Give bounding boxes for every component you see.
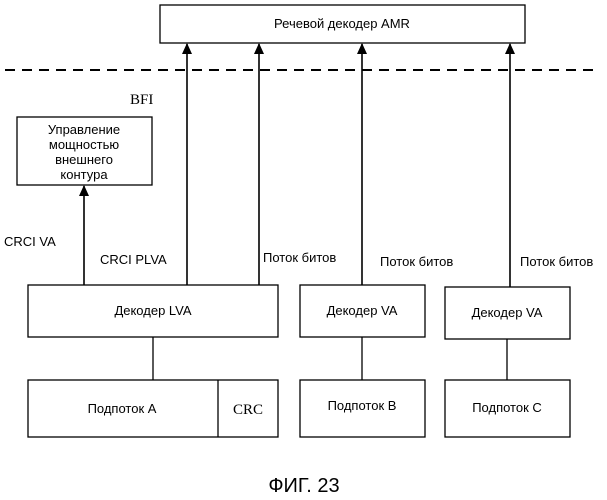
power-control-line-4: контура [60,167,108,182]
crci-va-label: CRCI VA [4,234,56,249]
power-control-line-3: внешнего [55,152,113,167]
decoder-lva-label: Декодер LVA [114,303,191,318]
crc-label: CRC [233,402,263,418]
bitstream-label-2: Поток битов [380,254,453,269]
substream-b-label: Подпоток B [328,398,397,413]
amr-decoder-label: Речевой декодер AMR [274,16,410,31]
crci-plva-label: CRCI PLVA [100,252,167,267]
bitstream-label-3: Поток битов [520,254,593,269]
substream-a-label: Подпоток A [88,401,157,416]
power-control-line-2: мощностью [49,137,119,152]
bfi-label: BFI [130,92,153,108]
decoder-va-c-label: Декодер VA [472,305,543,320]
figure-caption: ФИГ. 23 [268,475,339,497]
substream-c-label: Подпоток C [472,400,542,415]
bitstream-label-1: Поток битов [263,250,336,265]
decoder-va-b-label: Декодер VA [327,303,398,318]
power-control-line-1: Управление [48,122,120,137]
